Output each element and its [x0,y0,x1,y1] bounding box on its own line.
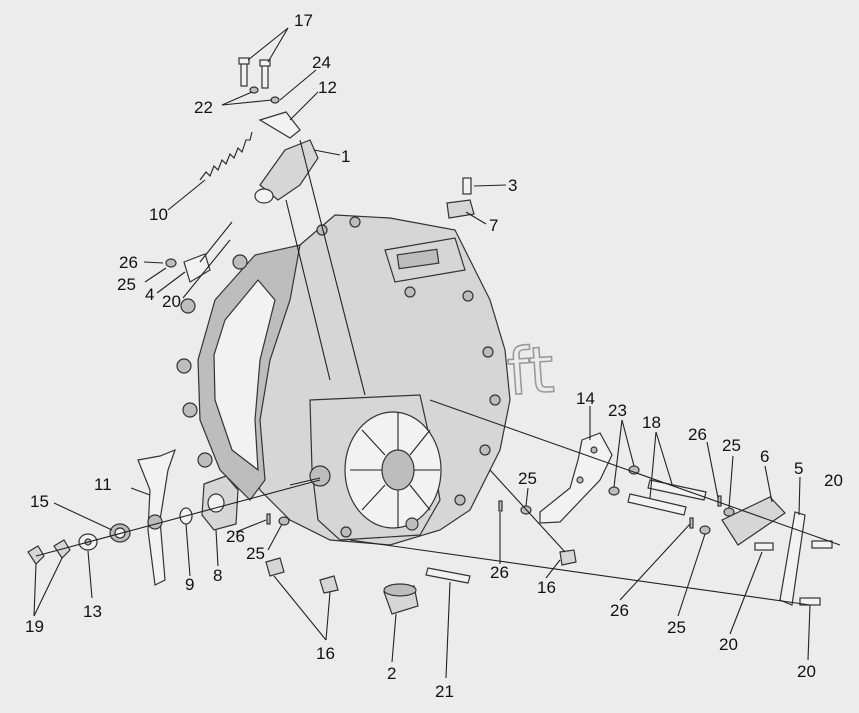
callout-26-left: 26 [226,527,245,546]
upper-linkage [165,57,475,396]
callout-8: 8 [213,566,222,585]
left-side-parts [27,448,471,615]
callout-15: 15 [30,492,49,511]
callout-21: 21 [435,682,454,701]
callout-14: 14 [576,389,595,408]
callout-19: 19 [25,617,44,636]
callout-20-upper-left: 20 [162,292,181,311]
callout-13: 13 [83,602,102,621]
callout-7: 7 [489,216,498,235]
callout-17: 17 [294,11,313,30]
right-side-parts [349,399,841,606]
callout-2: 2 [387,664,396,683]
callout-18: 18 [642,413,661,432]
callout-16-right: 16 [537,578,556,597]
callout-1: 1 [341,147,350,166]
callout-26-lower-right: 26 [610,601,629,620]
callout-25-right: 25 [722,436,741,455]
callout-25-upper-left: 25 [117,275,136,294]
callout-3: 3 [508,176,517,195]
callout-16-bottom: 16 [316,644,335,663]
callout-25-lower-right: 25 [667,618,686,637]
callout-12: 12 [318,78,337,97]
callout-26-upper-left: 26 [119,253,138,272]
callout-9: 9 [185,575,194,594]
callout-labels: 17 24 12 22 1 3 7 10 26 25 4 20 14 23 18… [25,11,843,701]
callout-22: 22 [194,98,213,117]
leader-lines [33,27,811,679]
callout-20-right-top: 20 [824,471,843,490]
callout-20-bottom-right: 20 [797,662,816,681]
callout-6: 6 [760,447,769,466]
callout-25-left: 25 [246,544,265,563]
callout-23: 23 [608,401,627,420]
cover-plate [309,411,442,538]
callout-20-lower-right: 20 [719,635,738,654]
callout-11: 11 [94,475,112,494]
callout-24: 24 [312,53,331,72]
callout-10: 10 [149,205,168,224]
callout-26-center: 26 [490,563,509,582]
callout-26-right: 26 [688,425,707,444]
callout-5: 5 [794,459,803,478]
callout-4: 4 [145,285,154,304]
callout-25-center: 25 [518,469,537,488]
